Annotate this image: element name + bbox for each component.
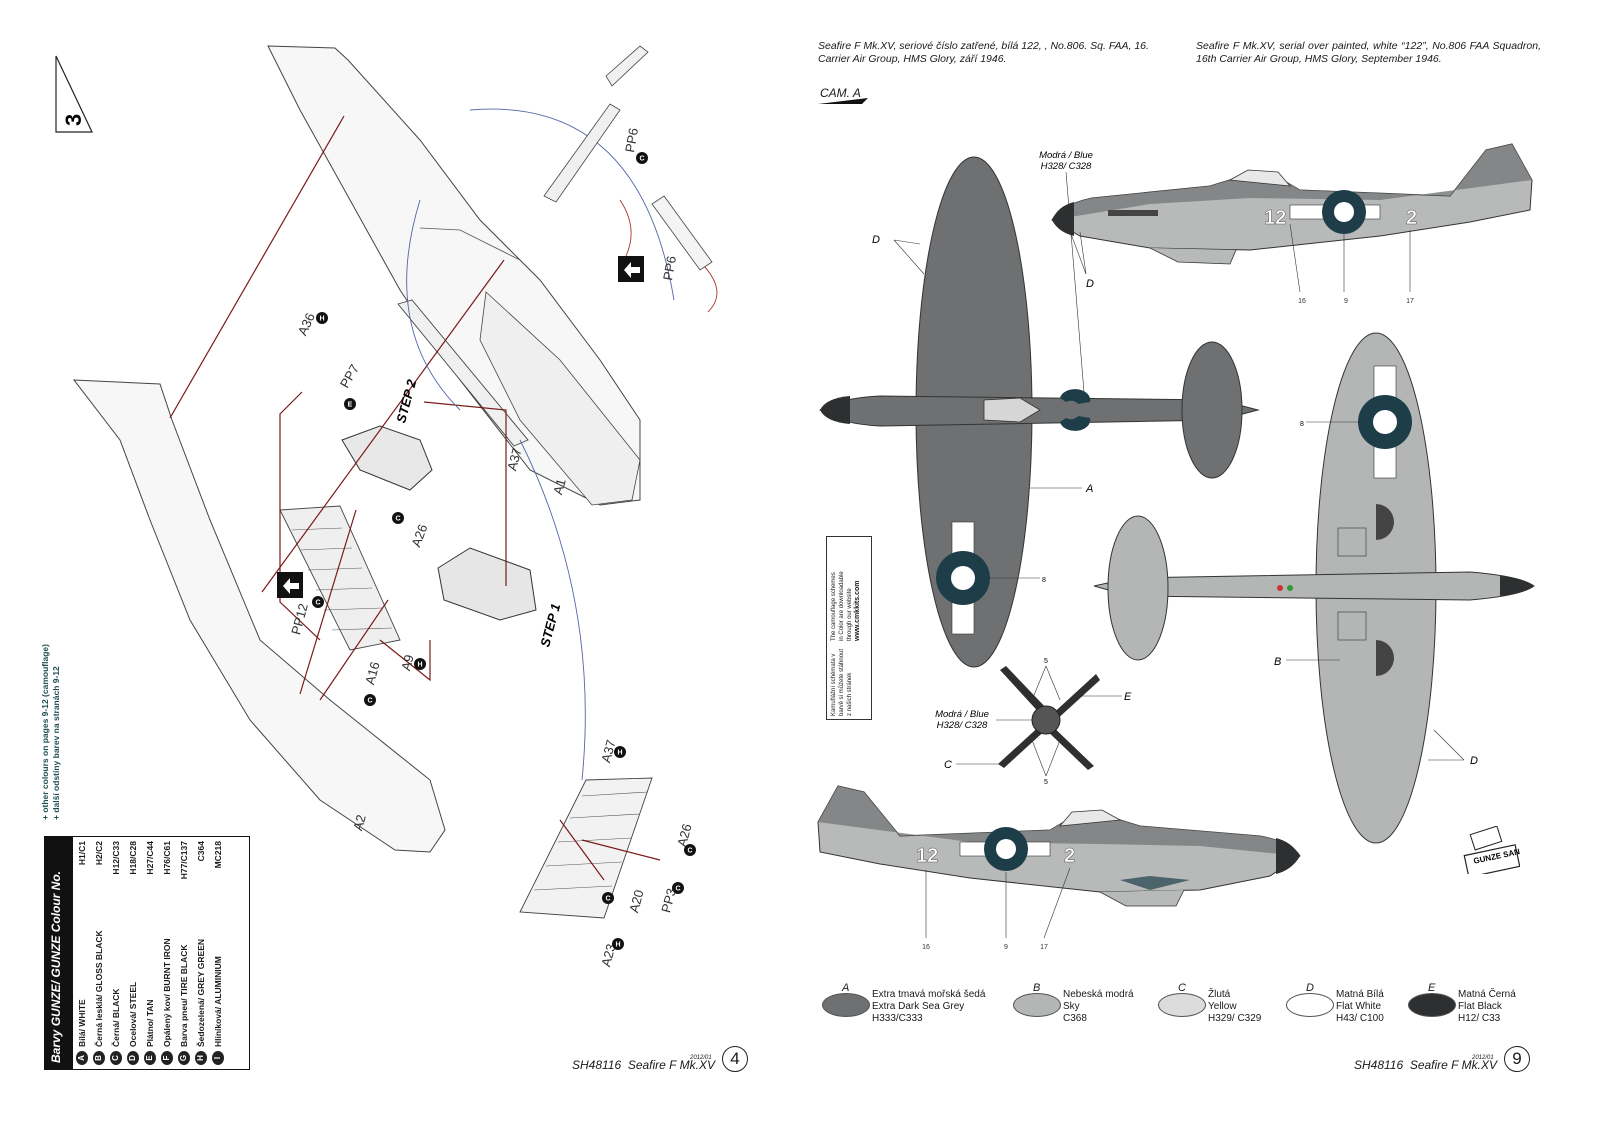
color-callout-pp6: [636, 152, 648, 164]
part-label-pp7: PP7: [337, 362, 362, 391]
svg-text:H: H: [319, 316, 324, 323]
svg-text:C: C: [605, 896, 610, 903]
page-footer: SH48116 Seafire F Mk.XV 2012/01: [572, 1055, 715, 1072]
part-label-a26-bottom: A26: [674, 822, 694, 848]
step-label-1: STEP 1: [537, 602, 563, 649]
color-callout-a16: [364, 694, 376, 706]
small-part-top: [605, 45, 649, 87]
rudder-pedals: [543, 103, 621, 203]
assembly-page: 3: [40, 45, 748, 1072]
svg-text:E: E: [348, 402, 353, 409]
svg-text:C: C: [395, 516, 400, 523]
pp6-part: [651, 195, 713, 271]
fuselage-half-a2: [72, 379, 446, 853]
floor-assembly: [519, 777, 653, 919]
page-number: 9: [1504, 1046, 1530, 1072]
color-callout-pp12: [312, 596, 324, 608]
assembly-diagram: 3: [55, 45, 718, 968]
colour-note: + other colours on pages 9-12 (camouflag…: [40, 644, 61, 820]
page-number: 4: [722, 1046, 748, 1072]
color-callout-a9: [414, 658, 426, 670]
step-number: 3: [61, 114, 86, 126]
svg-text:C: C: [687, 848, 692, 855]
svg-text:H: H: [615, 942, 620, 949]
svg-text:H: H: [417, 662, 422, 669]
gunze-logo: GUNZE SANGYO: [1463, 826, 1520, 874]
part-label-a23: A23: [598, 942, 618, 968]
scheme-title-cz: Seafire F Mk.XV, seriové číslo zatřené, …: [818, 40, 1149, 65]
instrument-box: [437, 547, 537, 621]
part-label-a37-bottom: A37: [598, 738, 618, 764]
part-label-pp6-top: PP6: [622, 127, 641, 154]
color-callout-a20: [602, 892, 614, 904]
color-callout-a23: [612, 938, 624, 950]
engine-cowling: [479, 291, 641, 506]
svg-text:C: C: [315, 600, 320, 607]
part-label-a36: A36: [295, 310, 318, 337]
color-callout-a26: [392, 512, 404, 524]
camouflage-label: CAM. A: [820, 86, 861, 100]
cockpit-floor: [279, 505, 401, 651]
step-label-2: STEP 2: [393, 377, 419, 424]
part-label-pp12: PP12: [288, 602, 311, 637]
color-callout-a37-bottom: [614, 746, 626, 758]
camouflage-page: [800, 0, 1600, 1129]
svg-text:C: C: [675, 886, 680, 893]
color-callout-pp7: [344, 398, 356, 410]
part-label-a26: A26: [408, 522, 430, 549]
svg-text:C: C: [367, 698, 372, 705]
part-label-a20: A20: [626, 888, 646, 914]
seat-part: [341, 425, 433, 491]
part-label-pp3: PP3: [658, 887, 679, 915]
scheme-title-en: Seafire F Mk.XV, serial over painted, wh…: [1196, 40, 1541, 65]
part-label-a37: A37: [504, 446, 524, 472]
color-callout-a26-bottom: [684, 844, 696, 856]
page-footer: SH48116 Seafire F Mk.XV 2012/01: [1354, 1055, 1497, 1072]
svg-text:H: H: [617, 750, 622, 757]
step-triangle: [55, 55, 93, 133]
color-callout-a36: [316, 312, 328, 324]
svg-text:C: C: [639, 156, 644, 163]
color-callout-pp3: [672, 882, 684, 894]
part-label-a1: A1: [550, 477, 569, 496]
part-label-a2: A2: [350, 813, 369, 832]
part-label-a9: A9: [398, 653, 417, 672]
part-label-a16: A16: [362, 660, 382, 686]
part-label-pp6-mid: PP6: [660, 255, 679, 282]
colour-chart-title: Barvy GUNZE/ GUNZE Colour No.: [45, 837, 73, 1069]
